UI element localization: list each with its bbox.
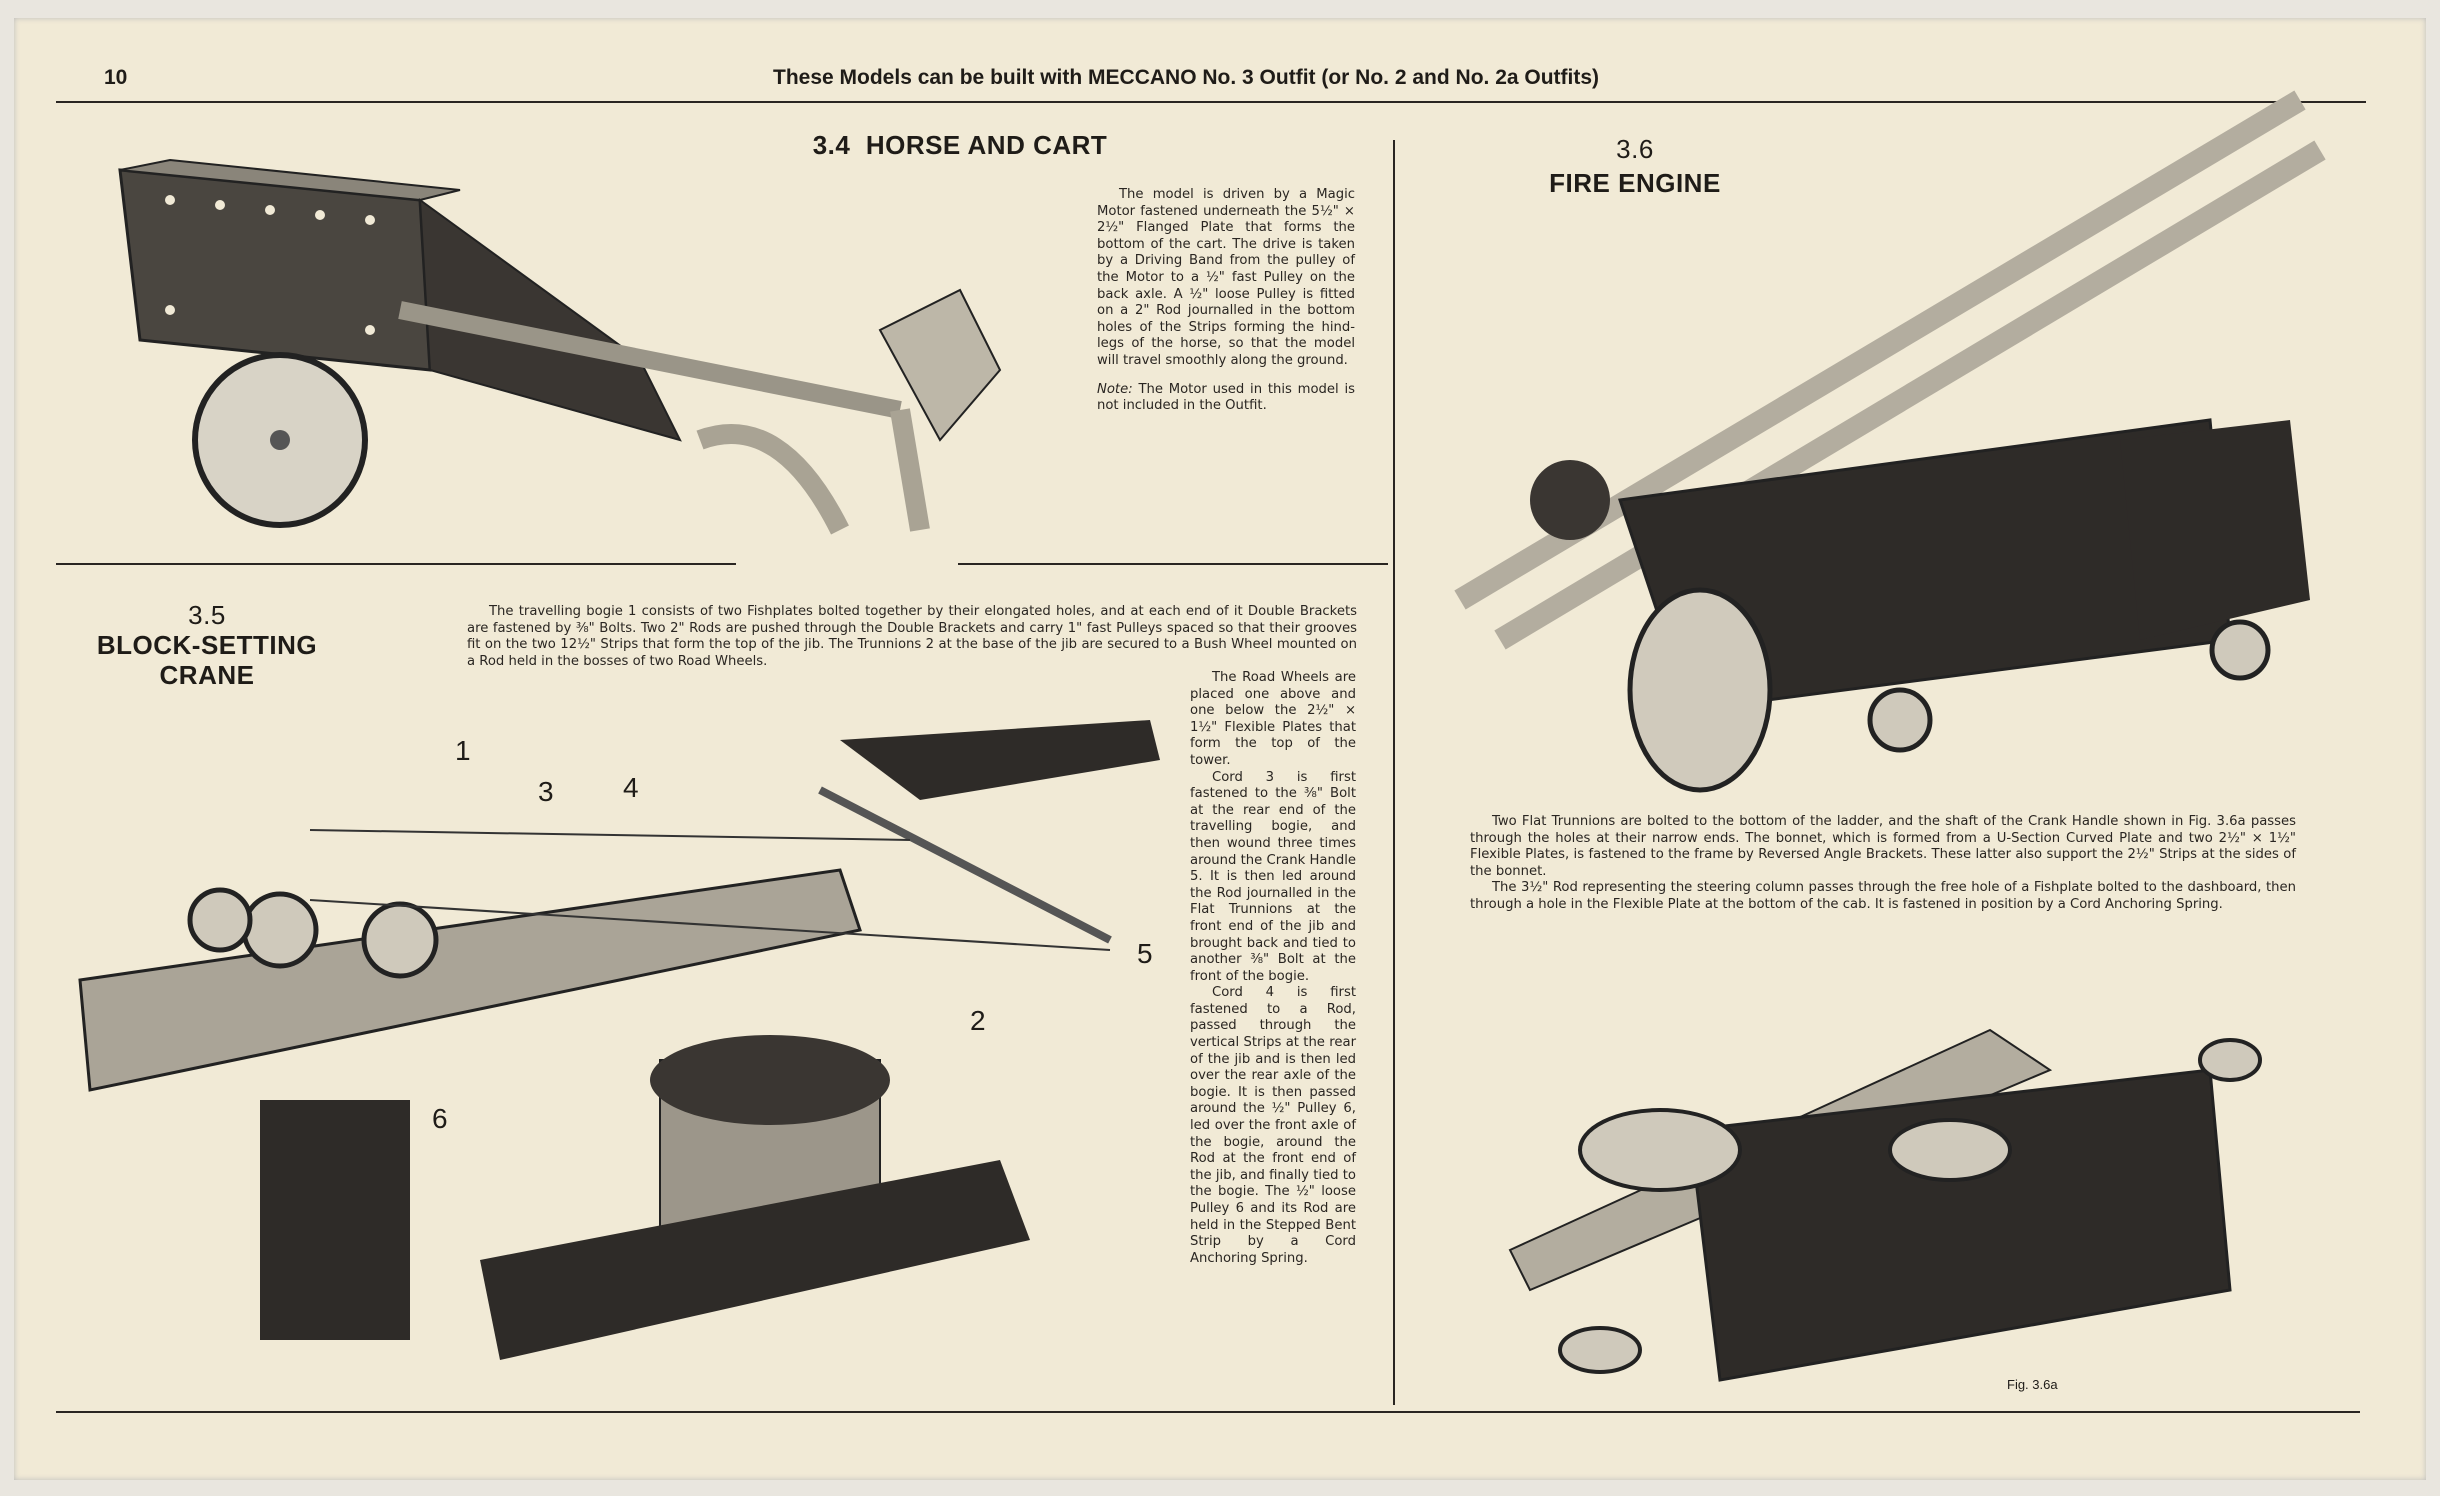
section-rule [958, 563, 1388, 565]
footer-rule [56, 1411, 2360, 1413]
crane-title: 3.5 BLOCK-SETTING CRANE [96, 600, 318, 690]
fire-engine-underside-illustration [1508, 1028, 2262, 1382]
callout-4: 4 [623, 772, 639, 803]
running-title: These Models can be built with MECCANO N… [773, 66, 1600, 89]
callout-6: 6 [432, 1103, 448, 1134]
fire-engine-title: 3.6 FIRE ENGINE [1549, 134, 1721, 198]
horse-cart-illustration [118, 158, 1002, 535]
column-divider [1393, 140, 1395, 1405]
fire-engine-illustration [1454, 90, 2326, 793]
horse-cart-text: The model is driven by a Magic Motor fas… [1097, 187, 1355, 414]
section-rule [56, 563, 736, 565]
horse-cart-title: 3.4 HORSE AND CART [812, 130, 1108, 160]
page-number: 10 [104, 66, 128, 89]
callout-2: 2 [970, 1005, 986, 1036]
header-rule [56, 101, 2366, 103]
crane-illustration [78, 720, 1160, 1360]
callout-1: 1 [455, 735, 471, 766]
callout-5: 5 [1137, 938, 1153, 969]
crane-intro-text: The travelling bogie 1 consists of two F… [467, 604, 1357, 669]
figure-label: Fig. 3.6a [2007, 1377, 2058, 1392]
callout-3: 3 [538, 776, 554, 807]
crane-column-text: The Road Wheels are placed one above and… [1190, 670, 1356, 1266]
fire-engine-text: Two Flat Trunnions are bolted to the bot… [1470, 814, 2296, 912]
